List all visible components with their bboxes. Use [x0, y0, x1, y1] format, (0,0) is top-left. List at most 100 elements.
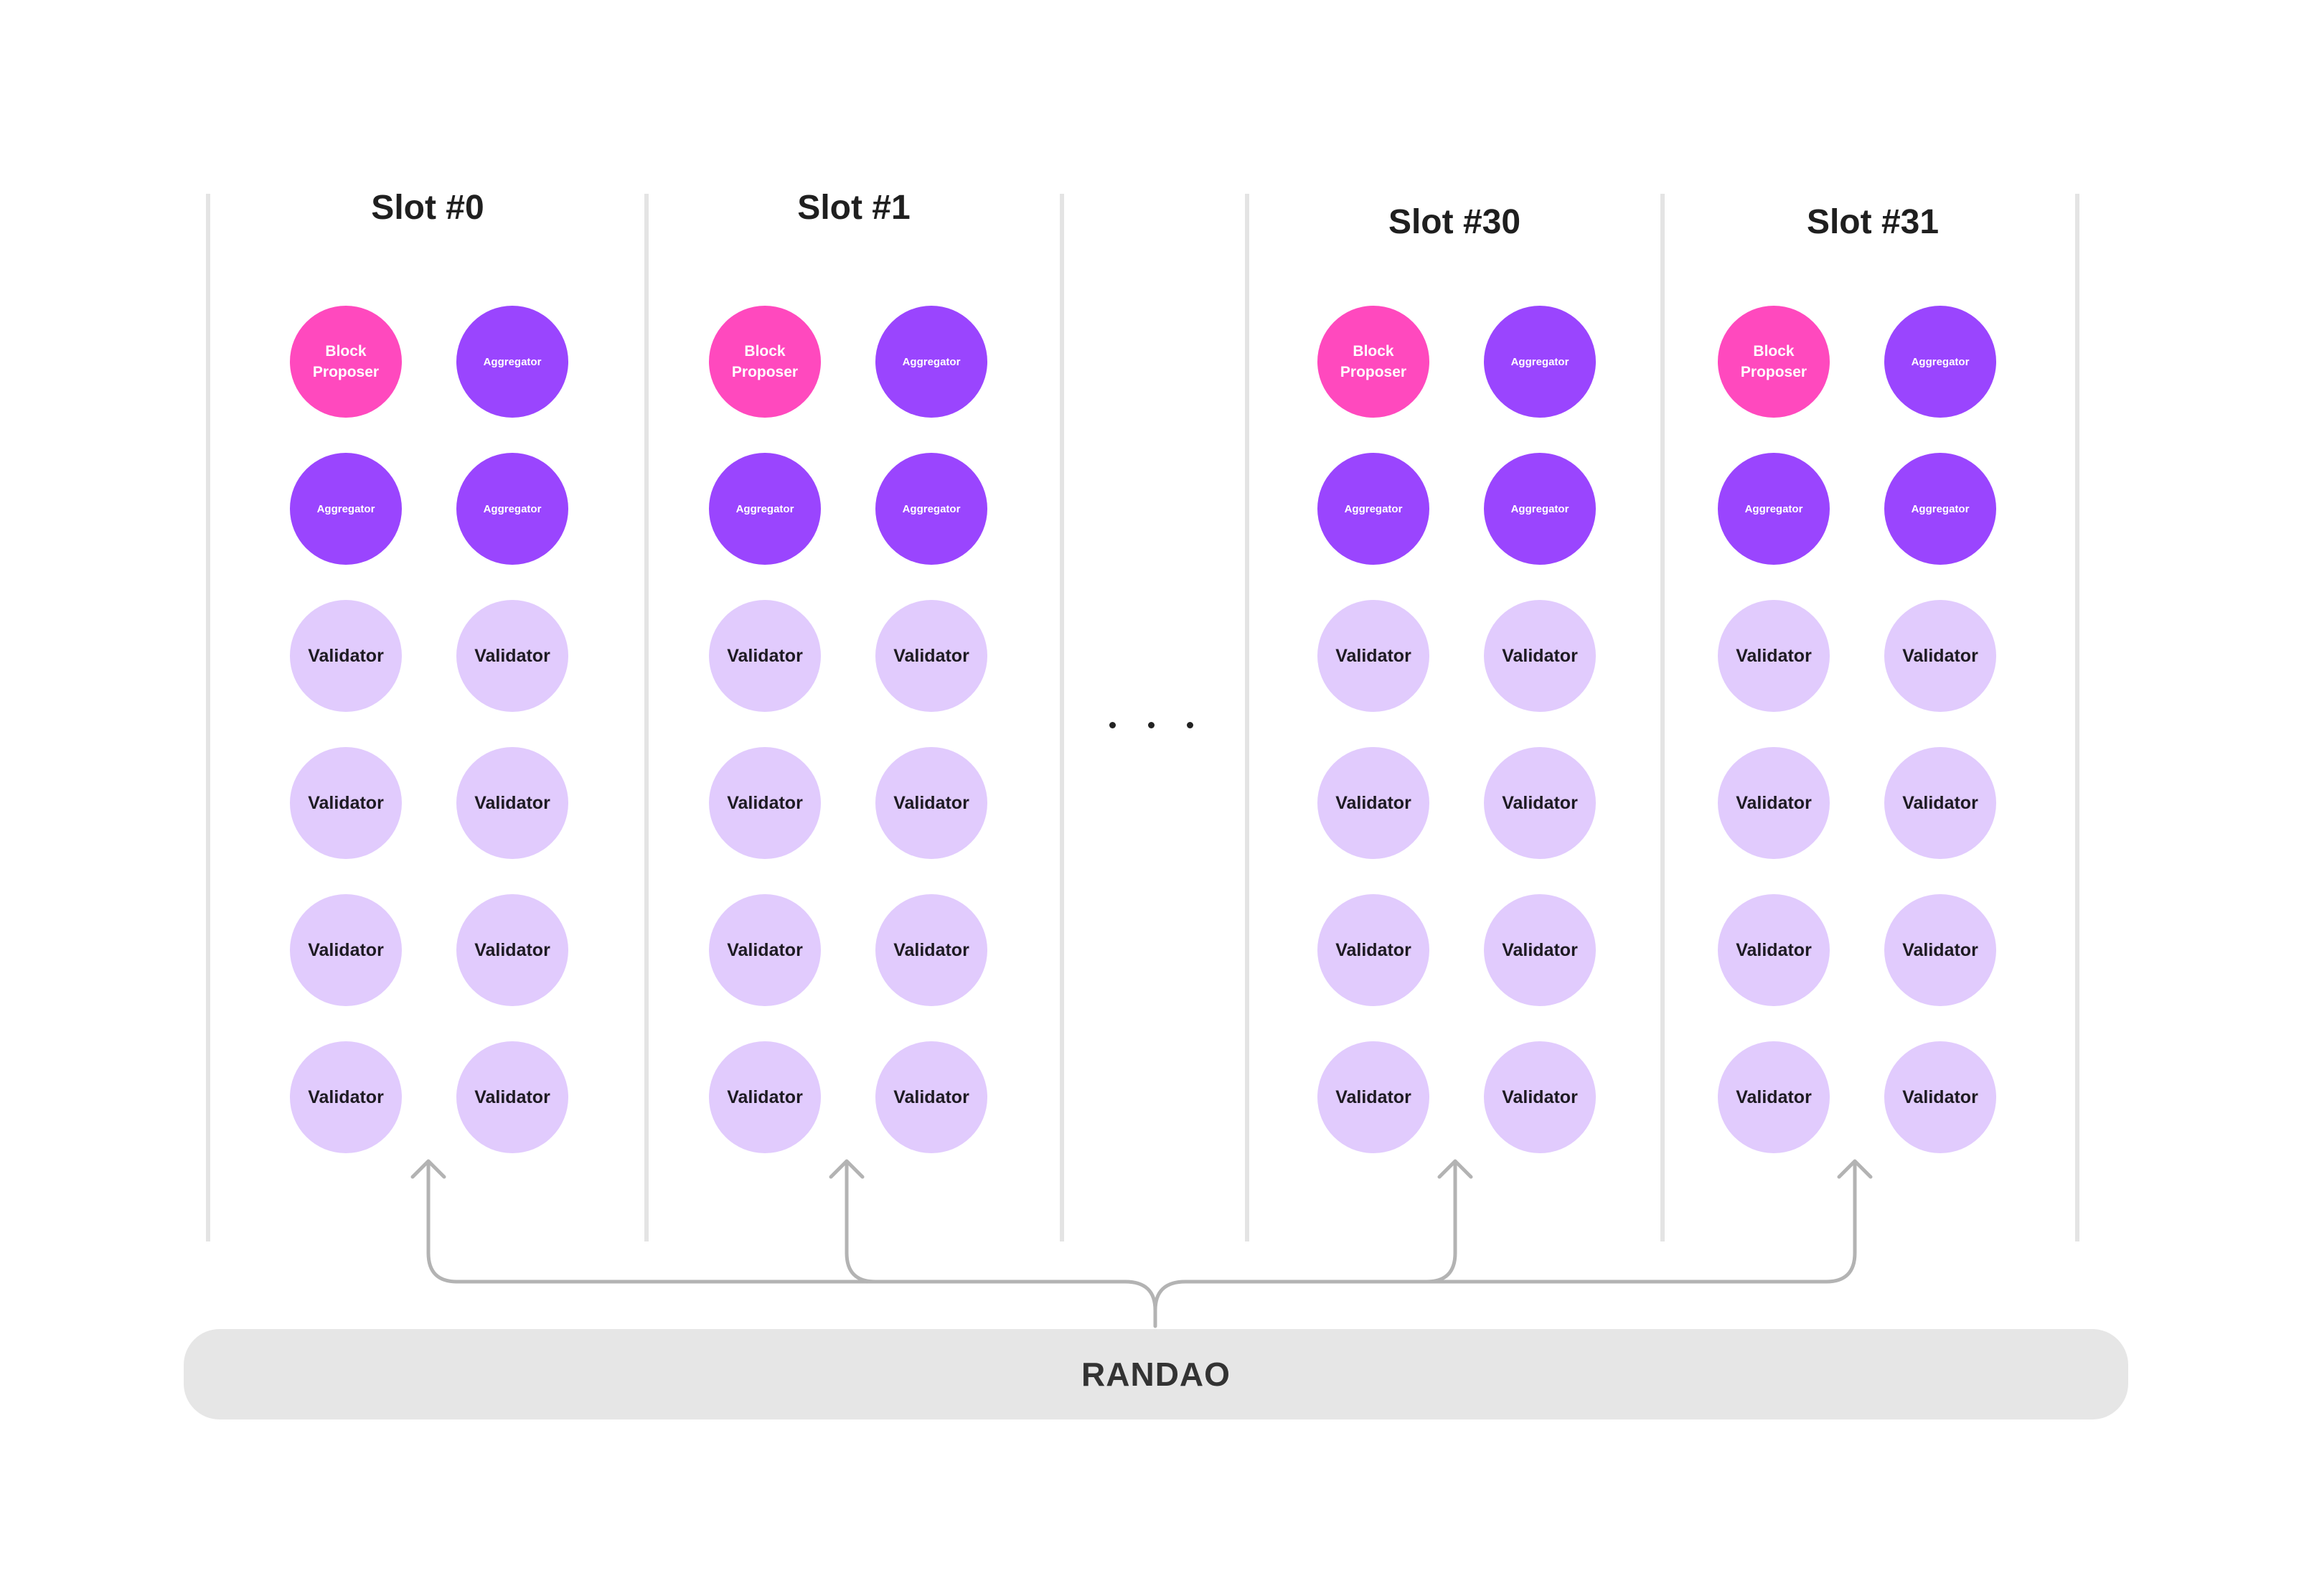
randao-label: RANDAO	[1081, 1356, 1231, 1393]
validator-node: Validator	[456, 894, 568, 1006]
validator-node: Validator	[456, 747, 568, 859]
column-divider	[1660, 194, 1665, 1241]
ellipsis-dot	[1187, 722, 1193, 728]
block-proposer-node: Block Proposer	[1317, 306, 1429, 418]
aggregator-label: Aggregator	[1911, 502, 1970, 515]
validator-label: Validator	[893, 645, 969, 666]
aggregator-label: Aggregator	[1510, 502, 1569, 515]
validator-label: Validator	[308, 792, 384, 813]
validator-node: Validator	[1484, 600, 1596, 712]
validator-label: Validator	[1902, 792, 1978, 813]
validator-node: Validator	[709, 894, 821, 1006]
arrow-to-slot-0	[426, 1160, 1157, 1328]
randao-bar: RANDAO	[184, 1329, 2128, 1419]
validator-node: Validator	[290, 894, 402, 1006]
arrow-to-slot-31	[1424, 1160, 1857, 1284]
aggregator-label: Aggregator	[1911, 355, 1970, 368]
aggregator-node: Aggregator	[1484, 306, 1596, 418]
validator-node: Validator	[1884, 747, 1996, 859]
block-proposer-node: Block Proposer	[290, 306, 402, 418]
validator-node: Validator	[1718, 894, 1830, 1006]
aggregator-node: Aggregator	[1484, 453, 1596, 565]
validator-label: Validator	[727, 1086, 803, 1107]
validator-label: Validator	[474, 939, 550, 960]
block-proposer-label: Block Proposer	[731, 343, 799, 380]
validator-node: Validator	[290, 600, 402, 712]
validator-label: Validator	[727, 792, 803, 813]
validator-node: Validator	[709, 747, 821, 859]
validator-node: Validator	[709, 1041, 821, 1153]
validator-node: Validator	[1317, 747, 1429, 859]
validator-label: Validator	[727, 645, 803, 666]
validator-label: Validator	[308, 1086, 384, 1107]
validator-node: Validator	[1718, 600, 1830, 712]
validator-label: Validator	[1736, 645, 1812, 666]
aggregator-node: Aggregator	[709, 453, 821, 565]
validator-label: Validator	[474, 645, 550, 666]
validator-label: Validator	[1502, 792, 1578, 813]
aggregator-node: Aggregator	[1718, 453, 1830, 565]
validator-label: Validator	[1736, 1086, 1812, 1107]
validator-label: Validator	[893, 939, 969, 960]
slot-title: Slot #0	[371, 189, 484, 227]
validator-node: Validator	[290, 747, 402, 859]
validator-node: Validator	[875, 1041, 987, 1153]
block-proposer-node: Block Proposer	[1718, 306, 1830, 418]
validator-node: Validator	[1884, 894, 1996, 1006]
validator-node: Validator	[1484, 1041, 1596, 1153]
validator-label: Validator	[1736, 939, 1812, 960]
validator-node: Validator	[290, 1041, 402, 1153]
slot-title: Slot #30	[1388, 203, 1521, 241]
arrow-head	[1437, 1159, 1473, 1179]
aggregator-label: Aggregator	[483, 502, 542, 515]
validator-node: Validator	[1884, 1041, 1996, 1153]
aggregator-label: Aggregator	[483, 355, 542, 368]
validator-label: Validator	[1335, 645, 1411, 666]
validator-node: Validator	[875, 747, 987, 859]
block-proposer-label: Block Proposer	[312, 343, 380, 380]
validator-label: Validator	[474, 1086, 550, 1107]
validator-label: Validator	[727, 939, 803, 960]
column-divider	[644, 194, 649, 1241]
aggregator-label: Aggregator	[902, 355, 961, 368]
validator-label: Validator	[893, 792, 969, 813]
arrow-head	[829, 1159, 865, 1179]
column-divider	[1245, 194, 1249, 1241]
validator-node: Validator	[875, 600, 987, 712]
column-divider	[2075, 194, 2079, 1241]
validator-node: Validator	[1884, 600, 1996, 712]
ellipsis-dot	[1109, 722, 1116, 728]
validator-label: Validator	[1902, 645, 1978, 666]
validator-label: Validator	[1335, 792, 1411, 813]
aggregator-node: Aggregator	[290, 453, 402, 565]
aggregator-node: Aggregator	[456, 306, 568, 418]
validator-label: Validator	[1736, 792, 1812, 813]
validator-node: Validator	[1317, 1041, 1429, 1153]
validator-label: Validator	[308, 645, 384, 666]
column-divider	[206, 194, 210, 1241]
validator-node: Validator	[1718, 747, 1830, 859]
validator-label: Validator	[1902, 939, 1978, 960]
ellipsis-dot	[1148, 722, 1155, 728]
aggregator-label: Aggregator	[902, 502, 961, 515]
aggregator-label: Aggregator	[316, 502, 375, 515]
validator-label: Validator	[474, 792, 550, 813]
block-proposer-label: Block Proposer	[1740, 343, 1807, 380]
aggregator-node: Aggregator	[1884, 306, 1996, 418]
arrow-head	[1837, 1159, 1873, 1179]
validator-node: Validator	[1484, 747, 1596, 859]
aggregator-node: Aggregator	[875, 306, 987, 418]
validator-node: Validator	[1317, 600, 1429, 712]
validator-label: Validator	[1335, 1086, 1411, 1107]
slot-title: Slot #31	[1806, 203, 1940, 241]
slot-title: Slot #1	[797, 189, 911, 227]
validator-node: Validator	[709, 600, 821, 712]
validator-node: Validator	[1317, 894, 1429, 1006]
validator-label: Validator	[1902, 1086, 1978, 1107]
column-divider	[1060, 194, 1064, 1241]
validator-label: Validator	[308, 939, 384, 960]
block-proposer-label: Block Proposer	[1340, 343, 1407, 380]
aggregator-node: Aggregator	[875, 453, 987, 565]
